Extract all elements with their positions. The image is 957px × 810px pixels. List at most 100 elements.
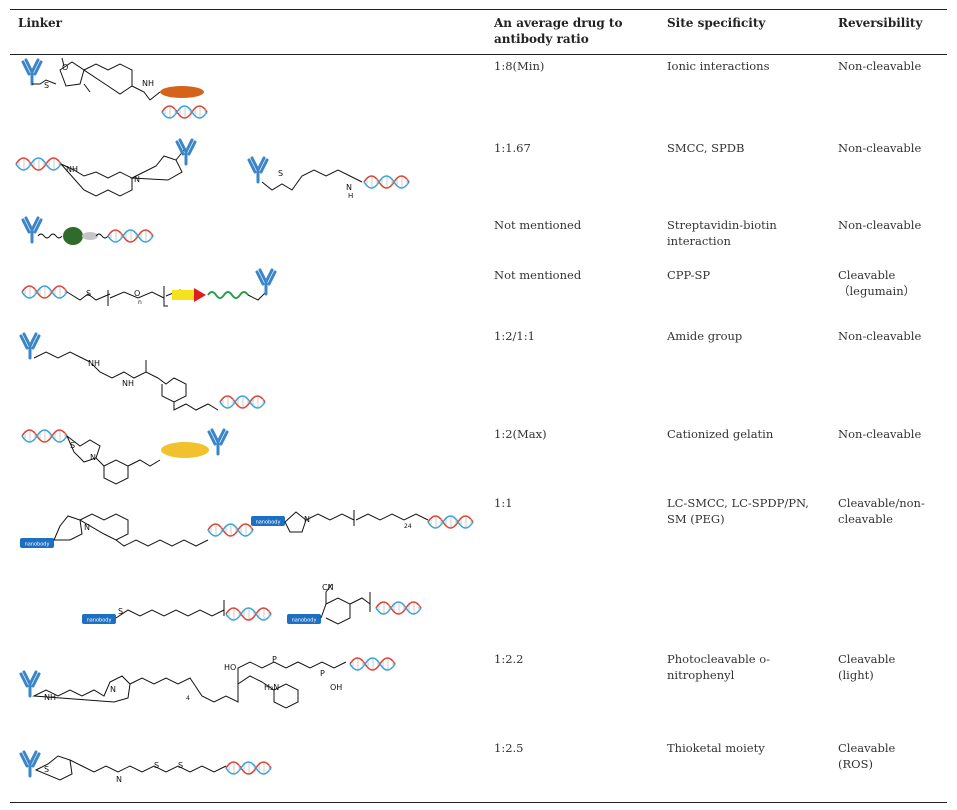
atom-label: O (134, 289, 140, 298)
atom-label: CN (322, 583, 334, 592)
row8-ratio: 1:2.2 (494, 652, 524, 666)
row6-reversibility: Non-cleavable (838, 427, 922, 441)
row3-site: Streptavidin-biotin interaction (667, 218, 777, 248)
header-linker: Linker (18, 16, 62, 30)
row7-reversibility: Cleavable/non-cleavable (838, 496, 925, 526)
row8-site: Photocleavable o-nitrophenyl (667, 652, 771, 682)
atom-label: 4 (186, 695, 190, 702)
row7-ratio: 1:1 (494, 496, 513, 510)
dna-duplex-icon (107, 229, 154, 243)
protamine-shape (160, 86, 204, 98)
antibody-icon (175, 138, 197, 166)
header-reversibility: Reversibility (838, 16, 923, 30)
antibody-icon (21, 216, 43, 244)
dna-duplex-icon (349, 657, 396, 671)
dna-duplex-icon (219, 395, 266, 409)
nanobody-icon (251, 516, 285, 526)
atom-label: N (116, 775, 122, 784)
linker-structures-figure: nanobody nanobody nanobody nanobody NH O… (15, 57, 474, 784)
row9-reversibility: Cleavable (ROS) (838, 741, 896, 771)
table-top-rule (10, 9, 947, 10)
header-site: Site specificity (667, 16, 766, 30)
atom-label: S (86, 289, 91, 298)
atom-label: H (348, 192, 353, 200)
atom-label: P (320, 669, 325, 678)
dna-duplex-icon (21, 429, 68, 443)
atom-label: N (90, 453, 96, 462)
antibody-icon (19, 750, 41, 778)
nanobody-icon (82, 614, 116, 624)
atom-label: N (134, 175, 140, 184)
nanobody-icon (20, 538, 54, 548)
dna-duplex-icon (225, 761, 272, 775)
row7-site: LC-SMCC, LC-SPDP/PN, SM (PEG) (667, 496, 809, 526)
atom-label: NH (142, 79, 154, 88)
row9-ratio: 1:2.5 (494, 741, 524, 755)
header-ratio: An average drug to antibody ratio (494, 16, 623, 46)
antibody-icon (247, 156, 269, 184)
atom-label: NH (44, 693, 56, 702)
dna-duplex-icon (225, 607, 272, 621)
row8-reversibility: Cleavable (light) (838, 652, 896, 682)
dna-duplex-icon (427, 515, 474, 529)
atom-label: N (304, 515, 310, 524)
row2-site: SMCC, SPDB (667, 141, 745, 155)
atom-label: S (178, 761, 183, 770)
nanobody-icon (287, 614, 321, 624)
atom-label: S (278, 169, 283, 178)
table-header-rule (10, 54, 947, 55)
atom-label: H₂N (264, 683, 279, 692)
antibody-icon (21, 58, 43, 86)
nanobody-label: nanobody (25, 542, 50, 548)
atom-label: O (62, 63, 68, 72)
row2-ratio: 1:1.67 (494, 141, 531, 155)
atom-label: S (118, 607, 123, 616)
row6-ratio: 1:2(Max) (494, 427, 547, 441)
atom-label: N (110, 685, 116, 694)
atom-label: NH (66, 165, 78, 174)
row5-reversibility: Non-cleavable (838, 329, 922, 343)
nanobody-label: nanobody (87, 618, 112, 624)
dna-duplex-icon (363, 175, 410, 189)
row3-ratio: Not mentioned (494, 218, 582, 232)
antibody-icon (207, 428, 229, 456)
nanobody-label: nanobody (256, 520, 281, 526)
antibody-icon (255, 268, 277, 296)
row4-site: CPP-SP (667, 268, 711, 282)
table-bottom-rule (10, 802, 947, 803)
atom-label: S (154, 761, 159, 770)
row1-site: Ionic interactions (667, 59, 770, 73)
atom-label: N (84, 523, 90, 532)
nanobody-label: nanobody (292, 618, 317, 624)
row5-site: Amide group (667, 329, 743, 343)
atom-label: P (272, 655, 277, 664)
atom-label: HO (224, 663, 236, 672)
row4-ratio: Not mentioned (494, 268, 582, 282)
atom-label: S (44, 81, 49, 90)
row3-reversibility: Non-cleavable (838, 218, 922, 232)
row9-site: Thioketal moiety (667, 741, 765, 755)
dna-duplex-icon (207, 523, 254, 537)
atom-label: 24 (404, 523, 412, 530)
atom-label: N (346, 183, 352, 192)
row5-ratio: 1:2/1:1 (494, 329, 535, 343)
row1-ratio: 1:8(Min) (494, 59, 545, 73)
row4-reversibility: Cleavable （legumain） (838, 268, 916, 298)
row2-reversibility: Non-cleavable (838, 141, 922, 155)
row6-site: Cationized gelatin (667, 427, 774, 441)
atom-label: S (70, 441, 75, 450)
streptavidin-icon (63, 227, 83, 245)
antibody-icon (19, 670, 41, 698)
antibody-icon (19, 332, 41, 360)
dna-duplex-icon (375, 601, 422, 615)
atom-label: OH (330, 683, 342, 692)
dna-duplex-icon (161, 105, 208, 119)
atom-label: n (138, 299, 142, 306)
dna-duplex-icon (21, 285, 68, 299)
atom-label: NH (88, 359, 100, 368)
row1-reversibility: Non-cleavable (838, 59, 922, 73)
atom-label: NH (122, 379, 134, 388)
dna-duplex-icon (15, 157, 62, 171)
atom-label: S (44, 765, 49, 774)
gelatin-shape (161, 442, 209, 458)
